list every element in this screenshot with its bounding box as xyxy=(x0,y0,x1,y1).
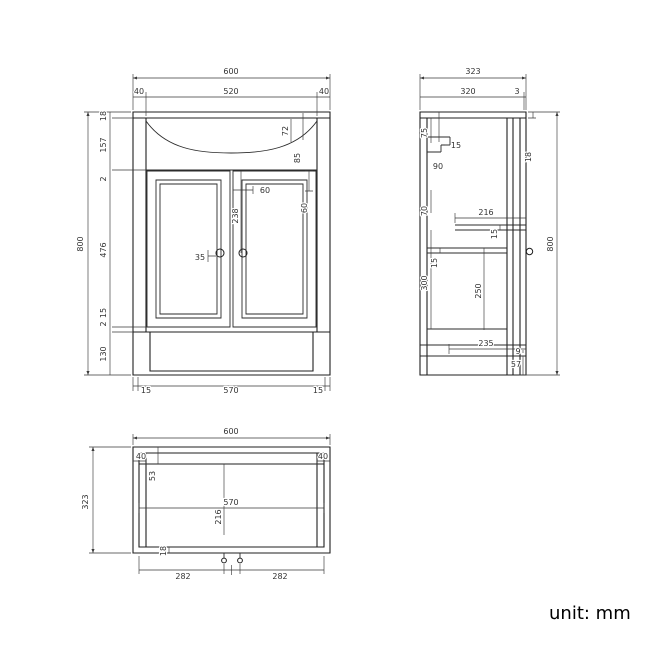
plan-outline xyxy=(132,446,331,554)
dim-front-rail-height: 60 xyxy=(300,203,309,213)
dim-plan-570: 570 xyxy=(223,498,238,507)
plan-right-knob xyxy=(237,557,243,564)
dim-side-15-shelf: 15 xyxy=(430,258,439,268)
plan-view: 600 40 40 323 53 570 216 18 282 282 xyxy=(80,426,331,582)
dim-side-9: 9 xyxy=(515,347,520,356)
dim-front-chain-130: 130 xyxy=(99,346,108,361)
dim-front-chain-157: 157 xyxy=(99,137,108,152)
front-basin-and-doors xyxy=(145,120,318,328)
dim-front-chain-18: 18 xyxy=(99,111,108,121)
dim-front-margin-right: 40 xyxy=(319,87,329,96)
dim-plan-margin-left: 40 xyxy=(136,452,146,461)
dim-plan-216: 216 xyxy=(214,509,223,524)
dim-plan-18: 18 xyxy=(159,546,168,556)
dim-side-57: 57 xyxy=(511,360,521,369)
dim-side-depth: 323 xyxy=(465,67,480,76)
dim-front-chain-15: 15 xyxy=(99,308,108,318)
dim-front-bottom-center: 570 xyxy=(223,386,238,395)
dim-side-inner-depth: 320 xyxy=(460,87,475,96)
dim-side-15-mid: 15 xyxy=(490,229,499,239)
front-dimension-lines xyxy=(84,74,331,391)
dim-plan-282-right: 282 xyxy=(272,572,287,581)
dim-front-basin-depth: 72 xyxy=(281,126,290,136)
unit-label: unit: mm xyxy=(549,603,631,624)
dim-front-height: 800 xyxy=(76,236,85,251)
dim-side-300: 300 xyxy=(420,275,429,290)
dim-front-knob-offset: 35 xyxy=(195,253,205,262)
dim-front-basin-total: 85 xyxy=(293,153,302,163)
dim-side-70: 70 xyxy=(420,206,429,216)
plan-knob-marks xyxy=(223,553,241,558)
dim-side-235: 235 xyxy=(478,339,493,348)
dim-plan-width: 600 xyxy=(223,427,238,436)
dim-front-chain-2a: 2 xyxy=(99,176,108,181)
front-cabinet-outline xyxy=(132,111,331,376)
dim-front-chain-476: 476 xyxy=(99,242,108,257)
dim-side-15-top: 15 xyxy=(451,141,461,150)
right-door-knob xyxy=(238,248,248,258)
dim-front-bottom-left: 15 xyxy=(141,386,151,395)
side-door-knob xyxy=(525,247,534,256)
side-cabinet-outline xyxy=(419,111,527,376)
dim-front-stile-width: 60 xyxy=(260,186,270,195)
side-dimension-lines xyxy=(419,74,560,376)
dim-front-inner-width: 520 xyxy=(223,87,238,96)
front-view: 600 40 520 40 800 18 157 2 476 15 2 130 … xyxy=(75,66,331,396)
dim-side-18: 18 xyxy=(524,152,533,162)
plan-dimension-lines xyxy=(89,434,331,575)
dim-side-height: 800 xyxy=(546,236,555,251)
dim-plan-282-left: 282 xyxy=(175,572,190,581)
dim-front-bottom-right: 15 xyxy=(313,386,323,395)
dim-front-margin-left: 40 xyxy=(134,87,144,96)
dim-side-90: 90 xyxy=(433,162,443,171)
dim-side-75: 75 xyxy=(420,128,429,138)
left-door-knob xyxy=(215,248,225,258)
side-view: 323 320 3 800 75 15 90 18 70 216 15 15 3… xyxy=(419,66,560,376)
dim-side-250: 250 xyxy=(474,283,483,298)
dim-side-back-gap: 3 xyxy=(514,87,519,96)
plan-left-knob xyxy=(221,557,227,564)
dim-front-knob-drop: 238 xyxy=(231,208,240,223)
dim-plan-53: 53 xyxy=(148,471,157,481)
dim-plan-depth: 323 xyxy=(81,494,90,509)
dim-side-216: 216 xyxy=(478,208,493,217)
dim-front-chain-2b: 2 xyxy=(99,321,108,326)
dim-front-width: 600 xyxy=(223,67,238,76)
dim-plan-margin-right: 40 xyxy=(318,452,328,461)
